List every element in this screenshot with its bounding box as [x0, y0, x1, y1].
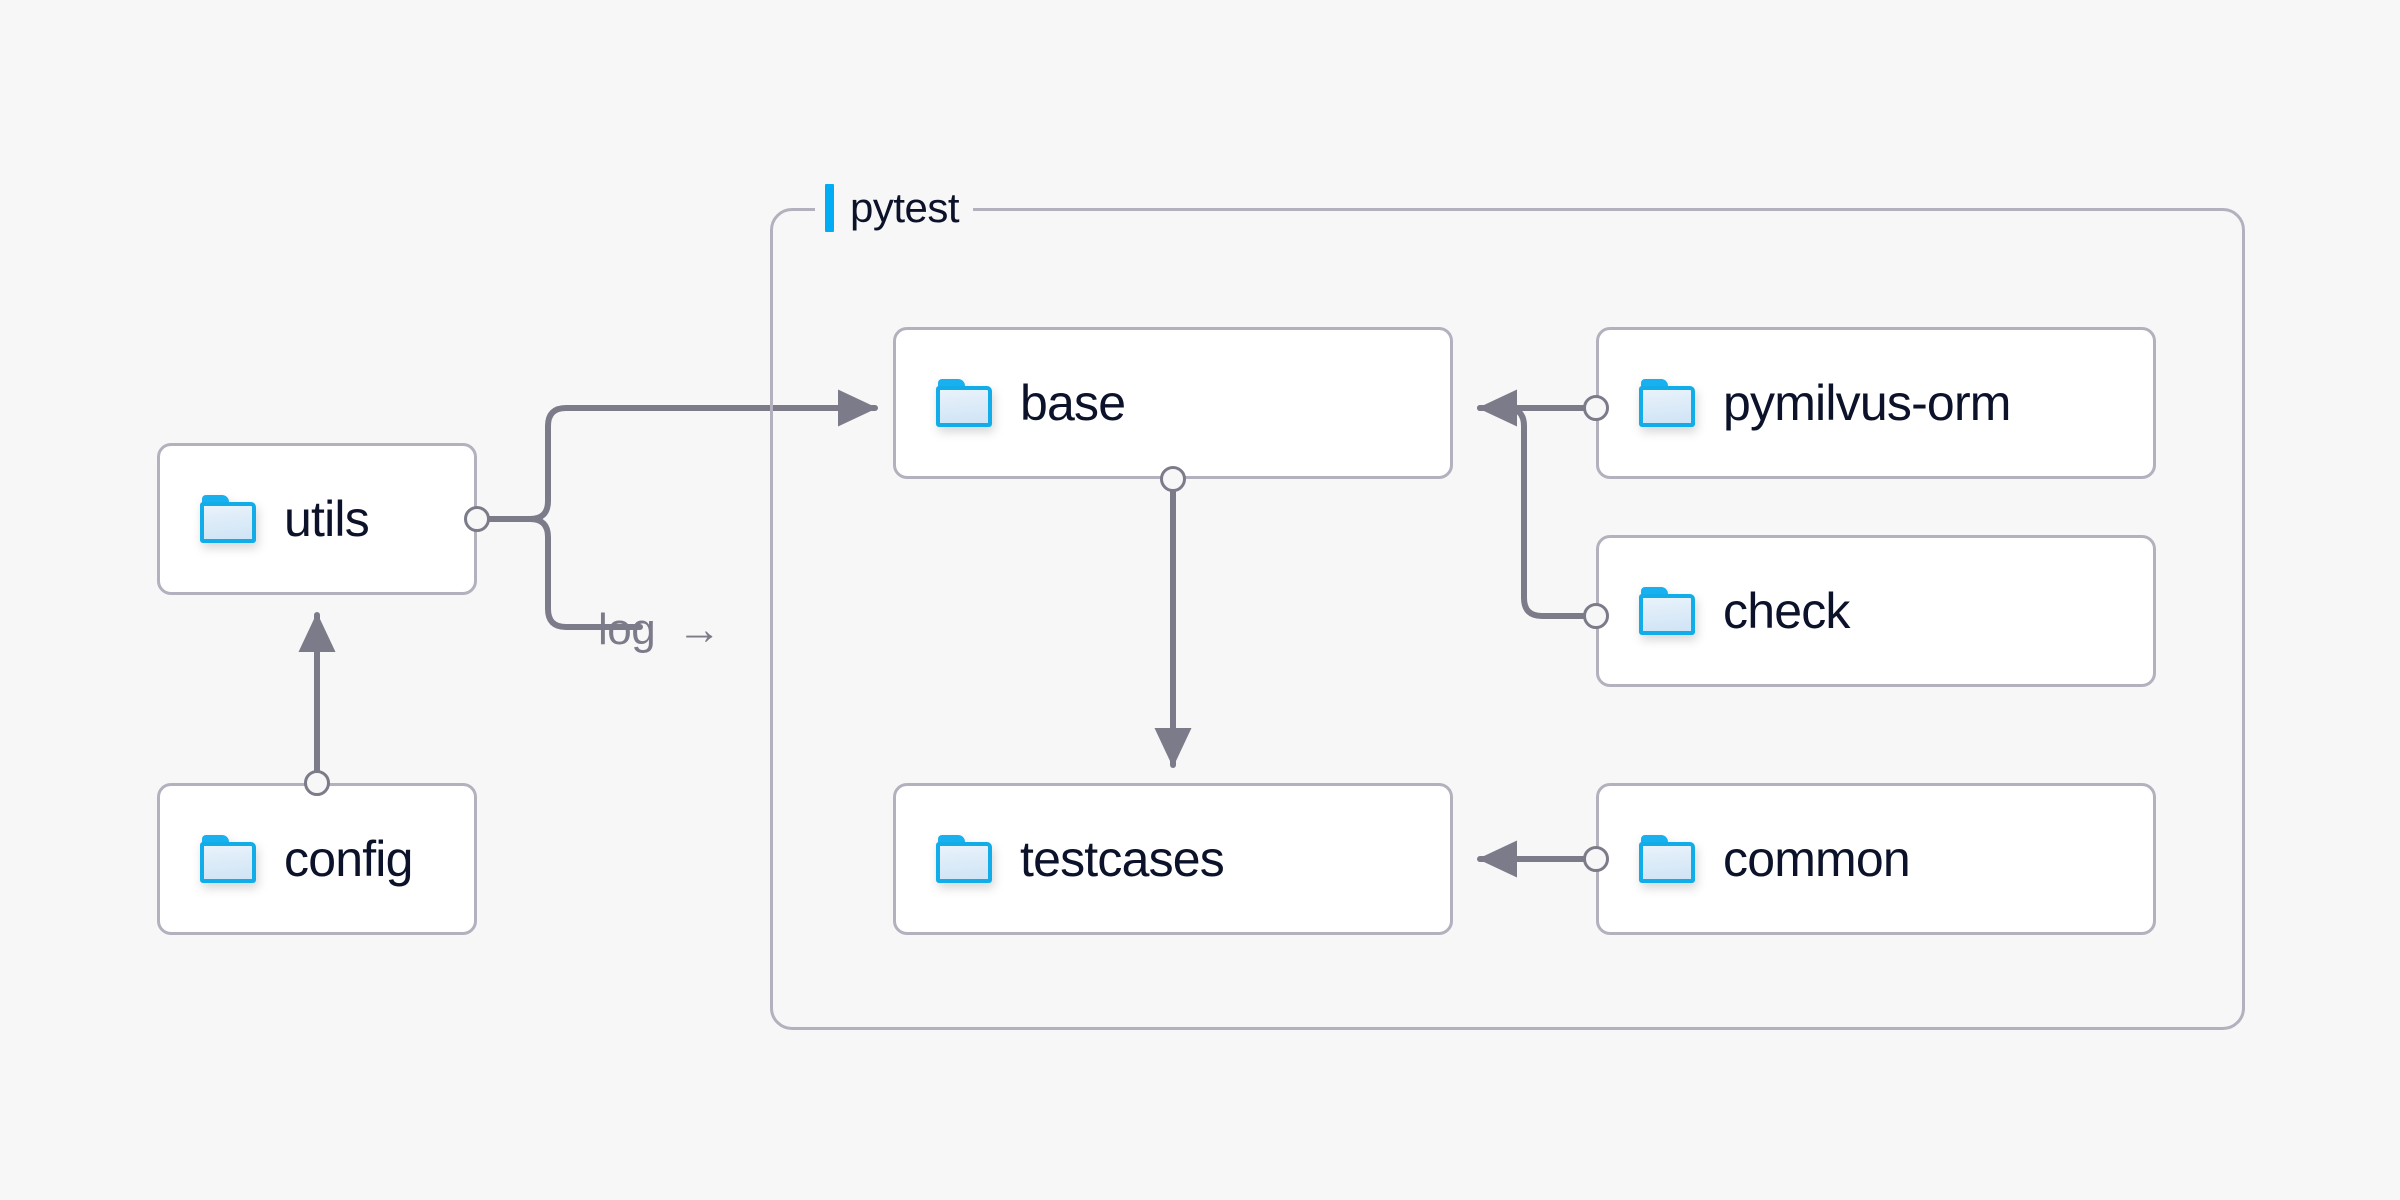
- folder-icon: [200, 835, 256, 883]
- port-utils-right[interactable]: [464, 506, 490, 532]
- node-pymilvus-orm-label: pymilvus-orm: [1723, 375, 2011, 431]
- folder-icon: [936, 835, 992, 883]
- port-config-top[interactable]: [304, 770, 330, 796]
- folder-icon: [200, 495, 256, 543]
- node-check[interactable]: check: [1596, 535, 2156, 687]
- group-pytest-label: pytest: [815, 180, 974, 236]
- group-accent-bar: [825, 184, 834, 232]
- node-common-label: common: [1723, 831, 1911, 887]
- edge-label-log: log →: [598, 608, 721, 652]
- node-pymilvus-orm[interactable]: pymilvus-orm: [1596, 327, 2156, 479]
- port-base-bottom[interactable]: [1160, 466, 1186, 492]
- node-testcases-label: testcases: [1020, 831, 1225, 887]
- arrow-right-icon: →: [677, 605, 721, 654]
- folder-icon: [936, 379, 992, 427]
- group-pytest-title: pytest: [850, 184, 960, 231]
- folder-icon: [1639, 835, 1695, 883]
- node-check-label: check: [1723, 583, 1850, 639]
- node-config[interactable]: config: [157, 783, 477, 935]
- folder-icon: [1639, 379, 1695, 427]
- port-check-left[interactable]: [1583, 603, 1609, 629]
- port-common-left[interactable]: [1583, 846, 1609, 872]
- folder-icon: [1639, 587, 1695, 635]
- node-testcases[interactable]: testcases: [893, 783, 1453, 935]
- node-utils[interactable]: utils: [157, 443, 477, 595]
- node-common[interactable]: common: [1596, 783, 2156, 935]
- group-pytest[interactable]: [770, 208, 2245, 1030]
- node-utils-label: utils: [284, 491, 370, 547]
- node-base[interactable]: base: [893, 327, 1453, 479]
- edge-label-log-text: log: [598, 605, 656, 654]
- node-base-label: base: [1020, 375, 1126, 431]
- port-pymilvus-orm-left[interactable]: [1583, 395, 1609, 421]
- node-config-label: config: [284, 831, 413, 887]
